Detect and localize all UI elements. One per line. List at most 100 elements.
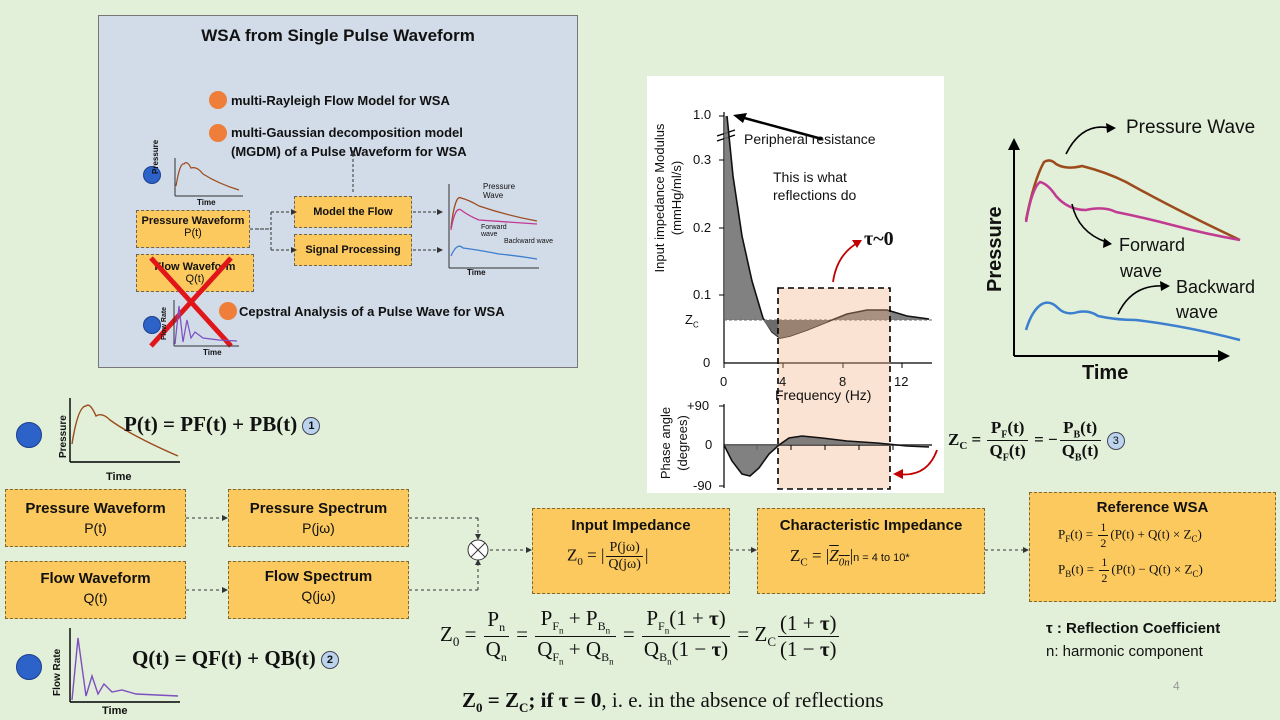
equation-zc: ZC = PF(t)QF(t) = −PB(t)QB(t) 3 [948,418,1125,464]
blue-bullet-icon [143,316,161,334]
ytick-zc-z: Z [685,312,693,327]
flow-spectrum-label: Flow Spectrum [264,568,373,585]
xtick-4: 4 [779,374,787,389]
reflections-label-1: This is what [773,169,847,185]
wave-xlabel: Time [1082,362,1129,384]
inset-pressure-waveform-label: Pressure Waveform [141,215,245,227]
forward-wave-label-2: wave [1120,261,1163,281]
reflections-label-2: reflections do [773,187,857,203]
n-definition: n: harmonic component [1046,643,1203,660]
input-impedance-formula: Z0 = |P(jω)Q(jω)| [567,540,649,572]
tau-definition: τ : Reflection Coefficient [1046,620,1221,637]
equation-pt: P(t) = PF(t) + PB(t) 1 [124,412,321,437]
ytick-01: 0.1 [693,287,712,302]
wsa-overview-image: WSA from Single Pulse Waveform multi-Ray… [98,15,578,368]
inset-connectors [149,150,539,348]
xtick-0: 0 [720,374,728,389]
orange-bullet-icon [209,124,227,142]
ytick-02: 0.2 [693,220,712,235]
peripheral-resistance-label: Peripheral resistance [744,131,876,147]
equation-qt: Q(t) = QF(t) + QB(t) 2 [132,646,339,671]
pressure-waveform-box: Pressure Waveform P(t) [5,489,186,547]
n-range-label: n = 4 to 10* [853,552,910,564]
inset-model-flow-box: Model the Flow [294,196,412,228]
half-num-1: 1 [1098,520,1109,536]
pressure-waveform-sub: P(t) [84,520,107,536]
characteristic-impedance-label: Characteristic Impedance [779,517,963,534]
inset-bullet-mgdm-1: multi-Gaussian decomposition model [231,125,463,140]
ytick-0: 0 [703,355,711,370]
condition-z: Z [462,688,477,712]
pressure-spectrum-sub: P(jω) [302,520,335,536]
equation-z0-condition: Z0 = ZC; if τ = 0, i. e. in the absence … [462,688,884,716]
impedance-chart: Input impedance Modulus (mmHg/ml/s) 1.0 … [647,76,944,493]
inset-pressure-waveform-box: Pressure Waveform P(t) [136,210,250,248]
forward-wave-label-1: Forward [1119,235,1186,255]
page-number: 4 [1173,679,1180,693]
tau-zero-label: τ~0 [864,228,894,250]
inset-pressure-waveform-sub: P(t) [184,227,202,239]
impedance-plot [716,112,938,490]
inset-wave-forward-label: Forward wave [481,224,507,238]
half-num-2: 1 [1099,555,1110,571]
equation-number-3: 3 [1106,431,1125,450]
ytick-zc-sub: C [692,320,699,330]
orange-bullet-icon [219,302,237,320]
xtick-8: 8 [839,374,847,389]
mini-pressure-chart [69,398,180,463]
backward-wave-label-2: wave [1176,302,1219,322]
input-impedance-label: Input Impedance [571,517,691,534]
ytick-03: 0.3 [693,152,712,167]
reference-wsa-label: Reference WSA [1096,499,1209,516]
multiply-icon [467,539,489,561]
flow-waveform-sub: Q(t) [83,590,108,606]
phase-tick-0: 0 [705,437,713,452]
pressure-spectrum-box: Pressure Spectrum P(jω) [228,489,409,547]
inset-title: WSA from Single Pulse Waveform [201,26,475,45]
input-impedance-box: Input Impedance Z0 = |P(jω)Q(jω)| [532,508,730,594]
characteristic-impedance-box: Characteristic Impedance ZC = |Z0n|n = 4… [757,508,985,594]
equation-number-2: 2 [320,651,339,670]
inset-mini-time-label: Time [197,198,216,207]
inset-flow-waveform-sub: Q(t) [185,273,205,285]
orange-bullet-icon [209,91,227,109]
mini-flow-chart [69,628,180,703]
phase-tick-neg90: -90 [693,478,712,493]
inset-wave-pressure-label: Pressure Wave [483,182,516,200]
ytick-1: 1.0 [693,107,712,122]
inset-signal-processing-label: Signal Processing [305,244,401,256]
pressure-spectrum-label: Pressure Spectrum [249,500,388,517]
half-den-2: 2 [1101,571,1108,585]
xtick-12: 12 [894,374,909,389]
inset-signal-processing-box: Signal Processing [294,234,412,266]
flow-spectrum-sub: Q(jω) [301,588,336,604]
inset-model-flow-label: Model the Flow [313,206,393,218]
phase-tick-90: +90 [687,398,710,413]
pressure-wave-chart [1008,123,1241,362]
backward-wave-label-1: Backward [1176,277,1256,297]
flow-spectrum-box: Flow Spectrum Q(jω) [228,561,409,619]
mini-flow-axis: Flow Rate [52,648,63,696]
blue-bullet-icon [143,166,161,184]
condition-rest: , i. e. in the absence of reflections [601,688,884,712]
inset-bullet-rayleigh: multi-Rayleigh Flow Model for WSA [231,93,450,108]
equation-pt-text: P(t) = PF(t) + PB(t) [124,412,298,436]
blue-bullet-icon [16,654,42,680]
flow-waveform-label: Flow Waveform [40,570,151,587]
inset-flow-time-label: Time [203,348,222,357]
flow-waveform-box: Flow Waveform Q(t) [5,561,186,619]
pressure-wave-label: Pressure Wave [1126,117,1256,138]
pressure-waveform-label: Pressure Waveform [25,500,166,517]
inset-flow-waveform-label: Flow Waveform [154,261,236,273]
inset-wave-time-label: Time [467,268,486,277]
equation-number-1: 1 [302,417,321,436]
characteristic-impedance-formula: ZC = |Z0n|n = 4 to 10* [790,546,910,569]
inset-mini-pressure-chart [174,158,243,197]
half-den-1: 2 [1100,536,1107,550]
blue-bullet-icon [16,422,42,448]
